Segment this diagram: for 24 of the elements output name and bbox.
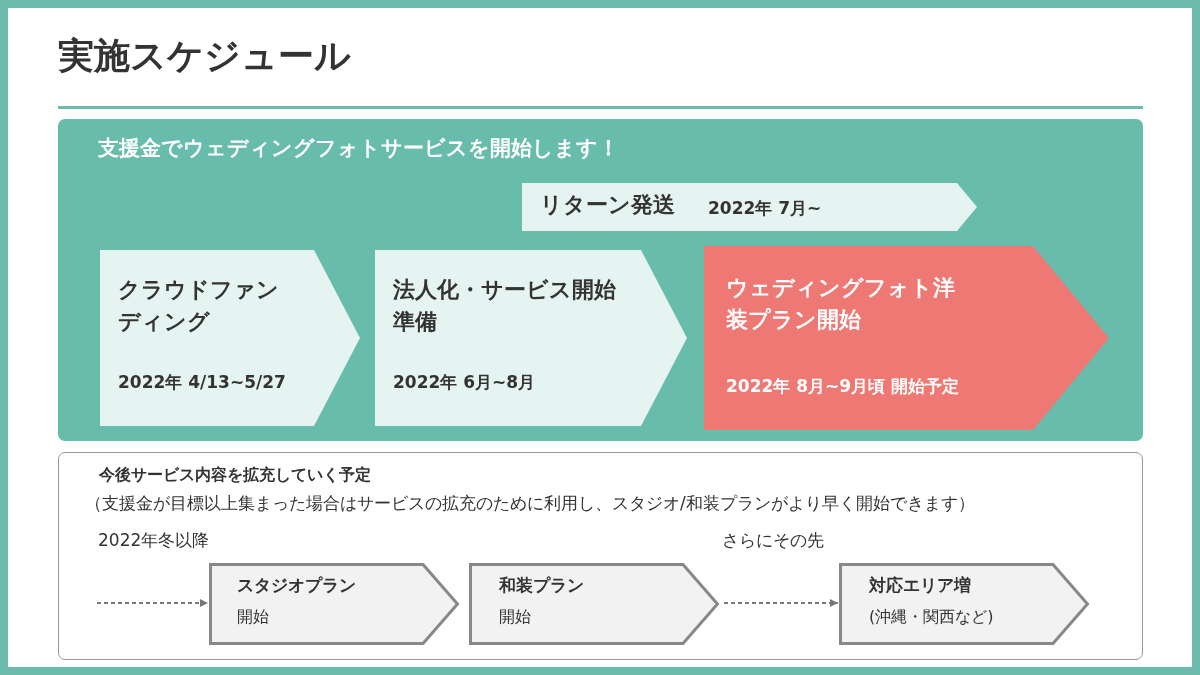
phase-name: クラウドファンディング [118, 276, 280, 336]
phase-name: リターン発送 [540, 191, 676, 219]
dashed-arrow [96, 599, 209, 607]
plan-detail: 開始 [499, 606, 532, 628]
plan-detail: (沖縄・関西など) [869, 606, 995, 628]
panel-heading: 今後サービス内容を拡充していく予定 [99, 464, 372, 486]
phase-date: 2022年 8月~9月頃 開始予定 [726, 375, 961, 398]
phase-date: 2022年 4/13~5/27 [118, 371, 287, 394]
plan-name: 和装プラン [499, 574, 585, 597]
phase-date: 2022年 7月~ [708, 197, 823, 220]
date-note: さらにその先 [722, 529, 825, 552]
date-note: 2022年冬以降 [98, 529, 211, 552]
plan-panel [58, 452, 1143, 660]
plan-detail: 開始 [237, 606, 270, 628]
page-title: 実施スケジュール [58, 34, 352, 78]
phase-name: 法人化・サービス開始準備 [393, 276, 617, 336]
phase-name: ウェディングフォト洋装プラン開始 [726, 274, 956, 334]
plan-name: スタジオプラン [237, 574, 357, 597]
schedule-panel [58, 119, 1143, 441]
panel-heading: 支援金でウェディングフォトサービスを開始します！ [98, 135, 620, 162]
phase-date: 2022年 6月~8月 [393, 371, 537, 394]
plan-name: 対応エリア増 [869, 574, 972, 597]
dashed-arrow [723, 599, 839, 607]
panel-note: （支援金が目標以上集まった場合はサービスの拡充のために利用し、スタジオ/和装プランがより早く開始できます） [85, 492, 976, 515]
